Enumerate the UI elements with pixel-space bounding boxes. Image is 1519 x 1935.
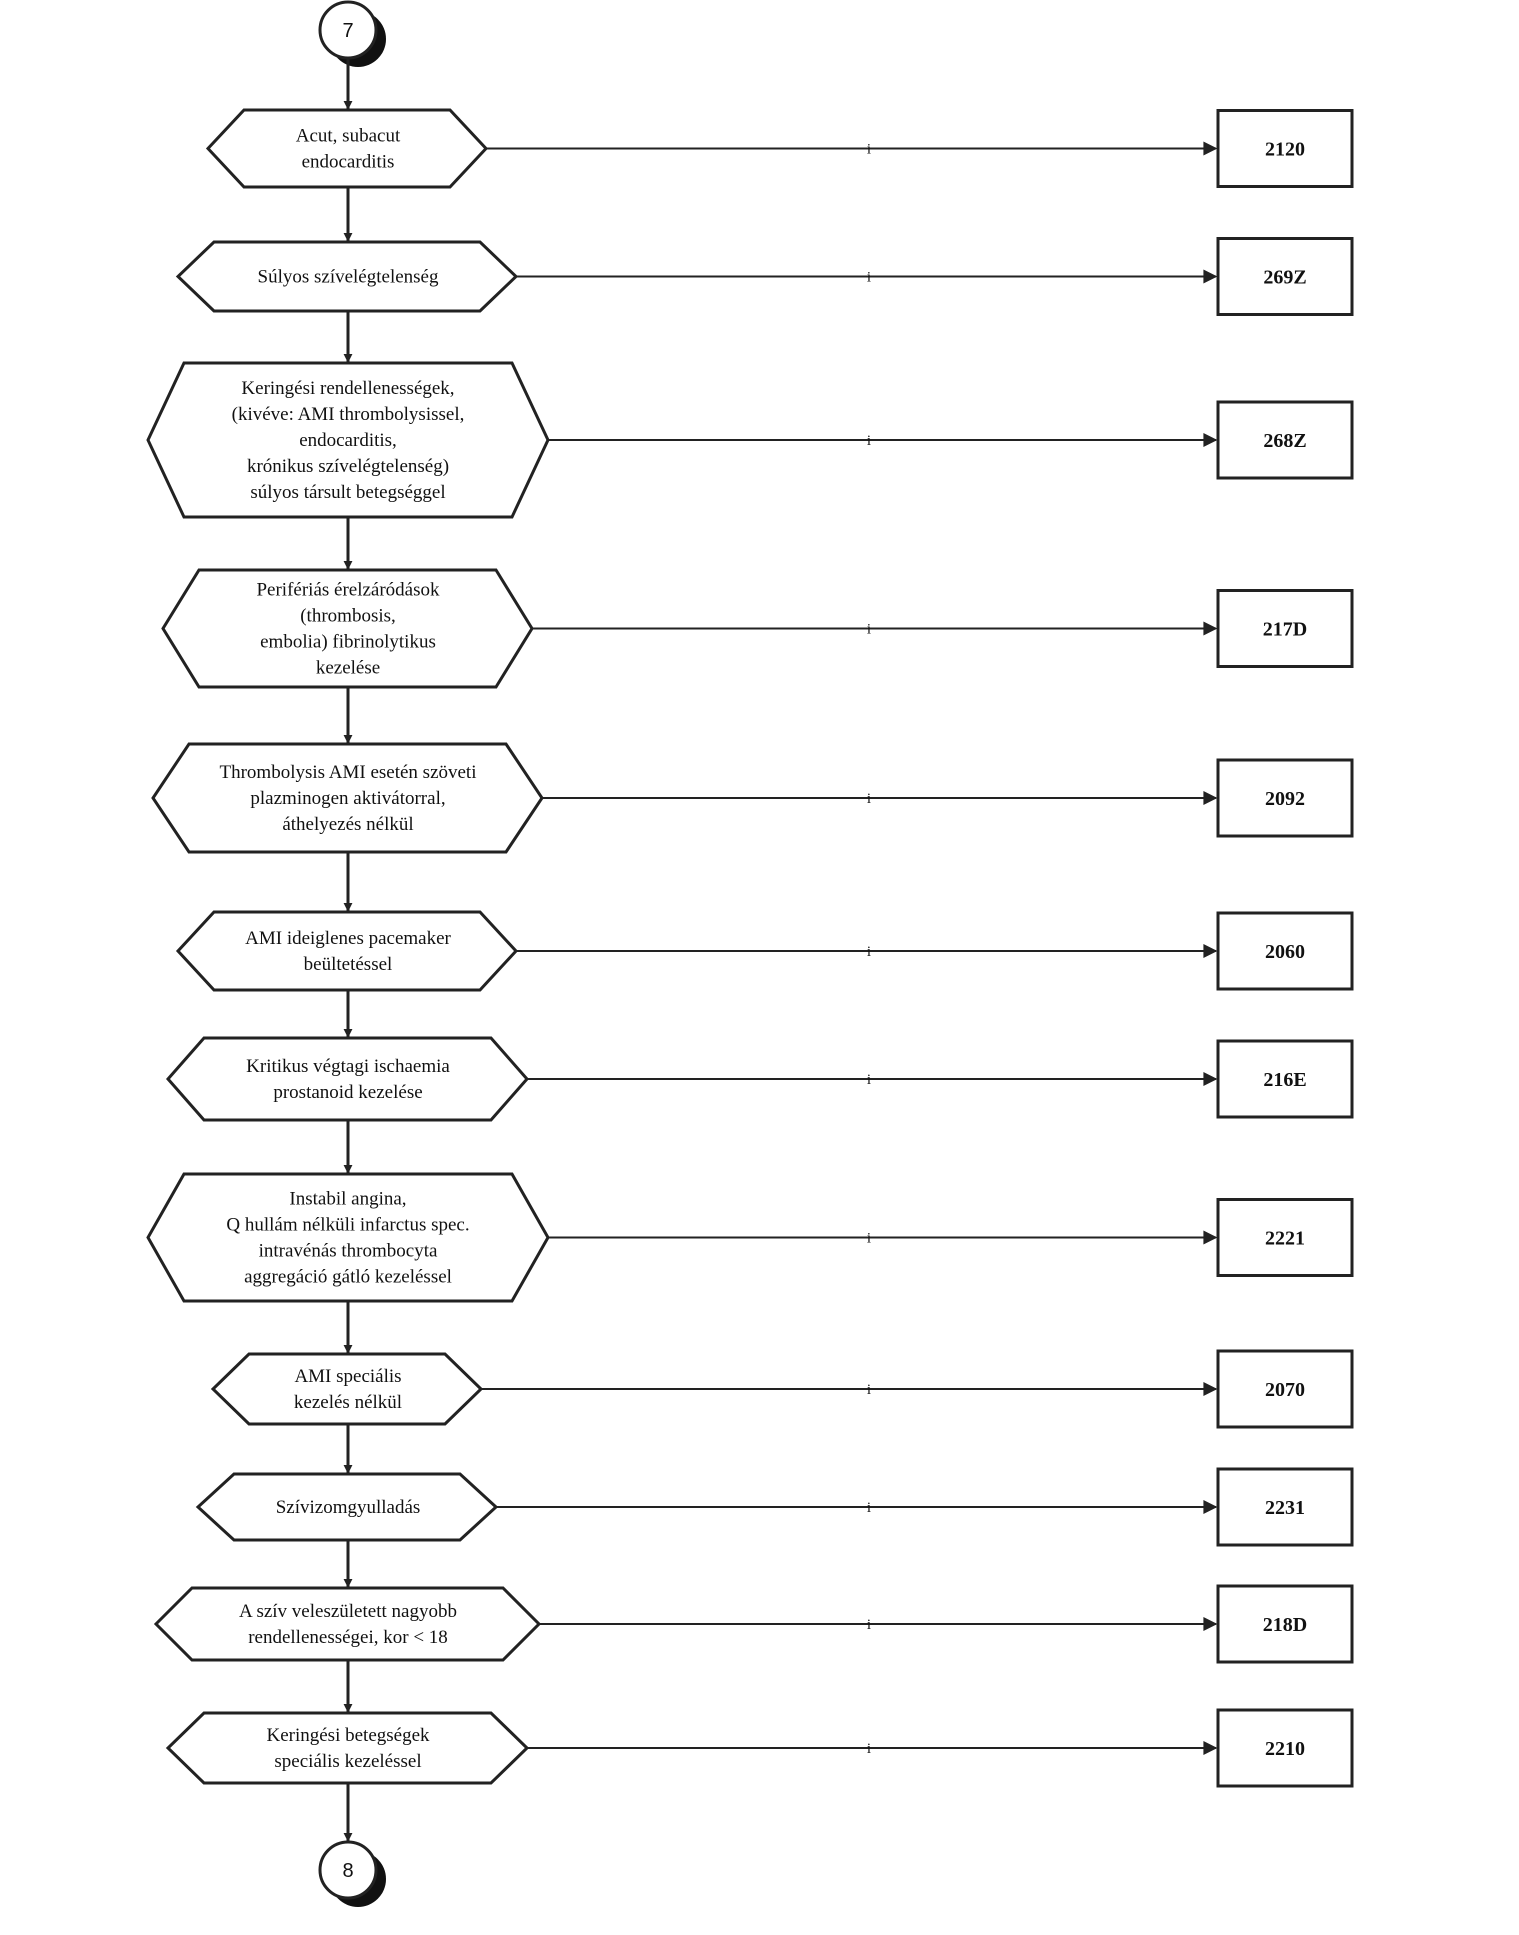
branch-label-yes: i: [867, 433, 871, 449]
code-box-label: 269Z: [1263, 267, 1306, 289]
decision-hexagon: [151, 742, 544, 854]
decision-text-line: rendellenességei, kor < 18: [248, 1627, 448, 1648]
decision-text-line: Kritikus végtagi ischaemia: [246, 1056, 450, 1077]
branch-label-yes: i: [867, 1741, 871, 1757]
connector-top-label: 7: [342, 20, 353, 42]
decision-text-line: Keringési rendellenességek,: [241, 378, 454, 399]
code-box-label: 2070: [1265, 1379, 1305, 1401]
decision-text-line: Acut, subacut: [296, 126, 401, 147]
decision-text-line: Szívizomgyulladás: [276, 1497, 421, 1518]
decision-text-line: AMI speciális: [294, 1366, 401, 1387]
branch-label-yes: i: [867, 1231, 871, 1247]
decision-text-line: AMI ideiglenes pacemaker: [245, 928, 451, 949]
decision-text-line: plazminogen aktivátorral,: [250, 788, 445, 809]
decision-hexagon: [146, 1172, 550, 1303]
decision-hexagon: [210, 1352, 484, 1426]
decision-text-line: speciális kezeléssel: [274, 1751, 421, 1772]
code-box: [1216, 911, 1354, 991]
branch-label-yes: i: [867, 270, 871, 286]
branch-label-yes: i: [867, 1500, 871, 1516]
code-box: [1216, 1584, 1354, 1664]
code-box-label: 217D: [1263, 619, 1307, 641]
code-box-label: 218D: [1263, 1614, 1307, 1636]
branch-label-yes: i: [867, 1382, 871, 1398]
branch-label-yes: i: [867, 142, 871, 158]
decision-text-line: A szív veleszületett nagyobb: [239, 1601, 457, 1622]
connector-bottom: 8: [318, 1840, 386, 1907]
decision-text-line: Keringési betegségek: [266, 1725, 430, 1746]
connector-bottom-label: 8: [342, 1860, 353, 1882]
code-box: [1216, 237, 1354, 316]
decision-text-line: kezelés nélkül: [294, 1392, 402, 1413]
decision-text-line: (thrombosis,: [300, 606, 396, 627]
decision-hexagon: [146, 361, 550, 519]
branch-label-yes: i: [867, 791, 871, 807]
code-box: [1216, 1349, 1354, 1429]
decision-text-line: krónikus szívelégtelenség): [247, 456, 449, 477]
code-box-label: 2092: [1265, 788, 1305, 810]
decision-hexagon: [161, 568, 534, 689]
decision-hexagon: [153, 1586, 542, 1662]
code-box-label: 2120: [1265, 139, 1305, 161]
decision-text-line: Súlyos szívelégtelenség: [258, 267, 439, 288]
decision-text-line: Instabil angina,: [289, 1189, 406, 1210]
decision-text-line: endocarditis,: [299, 430, 397, 451]
code-box-label: 268Z: [1263, 430, 1306, 452]
code-box: [1216, 589, 1354, 668]
branch-label-yes: i: [867, 1617, 871, 1633]
decision-text-line: embolia) fibrinolytikus: [260, 632, 436, 653]
connector-top: 7: [318, 0, 386, 67]
decision-text-line: kezelése: [316, 658, 380, 679]
branch-label-yes: i: [867, 622, 871, 638]
decision-text-line: intravénás thrombocyta: [259, 1241, 438, 1262]
branch-label-yes: i: [867, 944, 871, 960]
decision-text-line: aggregáció gátló kezeléssel: [244, 1267, 452, 1288]
code-box: [1216, 400, 1354, 480]
code-box-label: 2210: [1265, 1738, 1305, 1760]
decision-text-line: prostanoid kezelése: [273, 1082, 422, 1103]
code-box-label: 2231: [1265, 1497, 1305, 1519]
decision-text-line: Thrombolysis AMI esetén szöveti: [220, 762, 477, 783]
branch-label-yes: i: [867, 1072, 871, 1088]
decision-hexagon: [175, 910, 519, 992]
code-box: [1216, 758, 1354, 838]
decision-text-line: beültetéssel: [304, 954, 393, 975]
code-box-label: 2221: [1265, 1228, 1305, 1250]
decision-hexagon: [195, 1472, 499, 1542]
code-box: [1216, 1039, 1354, 1119]
code-box-label: 2060: [1265, 941, 1305, 963]
code-box: [1216, 1467, 1354, 1547]
code-box: [1216, 109, 1354, 188]
decision-text-line: áthelyezés nélkül: [282, 814, 413, 835]
decision-hexagon: [166, 1036, 529, 1122]
code-box: [1216, 1708, 1354, 1788]
decision-hexagon: [205, 108, 489, 189]
decision-text-line: (kivéve: AMI thrombolysissel,: [232, 404, 465, 425]
decision-text-line: súlyos társult betegséggel: [250, 482, 445, 503]
decision-hexagon: [175, 240, 519, 313]
code-box: [1216, 1198, 1354, 1277]
code-box-label: 216E: [1263, 1069, 1306, 1091]
decision-text-line: Perifériás érelzáródások: [256, 580, 440, 601]
decision-text-line: endocarditis: [302, 152, 395, 173]
decision-text-line: Q hullám nélküli infarctus spec.: [226, 1215, 469, 1236]
decision-hexagon: [165, 1711, 530, 1785]
